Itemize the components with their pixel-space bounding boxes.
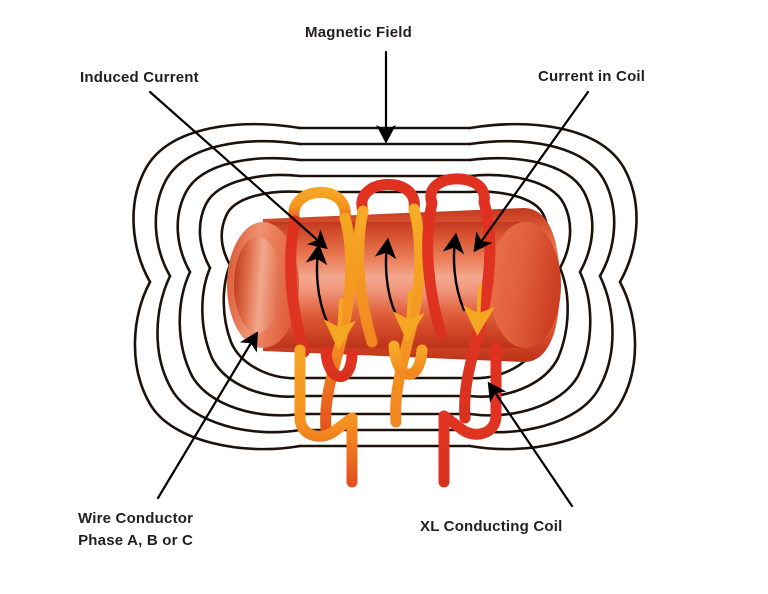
label-wire-conductor-line1: Wire Conductor [78,510,194,527]
label-current-in-coil: Current in Coil [538,68,646,85]
wire-conductor-cylinder [227,208,561,362]
coil-current-direction-arrows [323,284,495,350]
pointer-arrows [148,50,590,508]
coil-back-windings [288,173,490,227]
label-magnetic-field: Magnetic Field [305,24,412,41]
pointer-wire-conductor [156,331,258,500]
magnetic-field-lines [132,122,638,451]
cylinder-right-cap [489,222,561,348]
pointer-induced-current [148,90,328,250]
label-wire-conductor: Wire Conductor Phase A, B or C [78,508,193,552]
label-wire-conductor-line2: Phase A, B or C [78,531,194,549]
coil-lead-right [438,342,502,488]
label-induced-current: Induced Current [80,69,199,86]
coil-lead-left [294,344,358,488]
pointer-conducting-coil [487,381,574,508]
cylinder-bore [234,237,282,333]
label-conducting-coil: XL Conducting Coil [420,518,563,535]
induced-current-arrows [305,232,466,324]
pointer-current-in-coil [473,90,590,253]
coil-leads [294,340,502,488]
